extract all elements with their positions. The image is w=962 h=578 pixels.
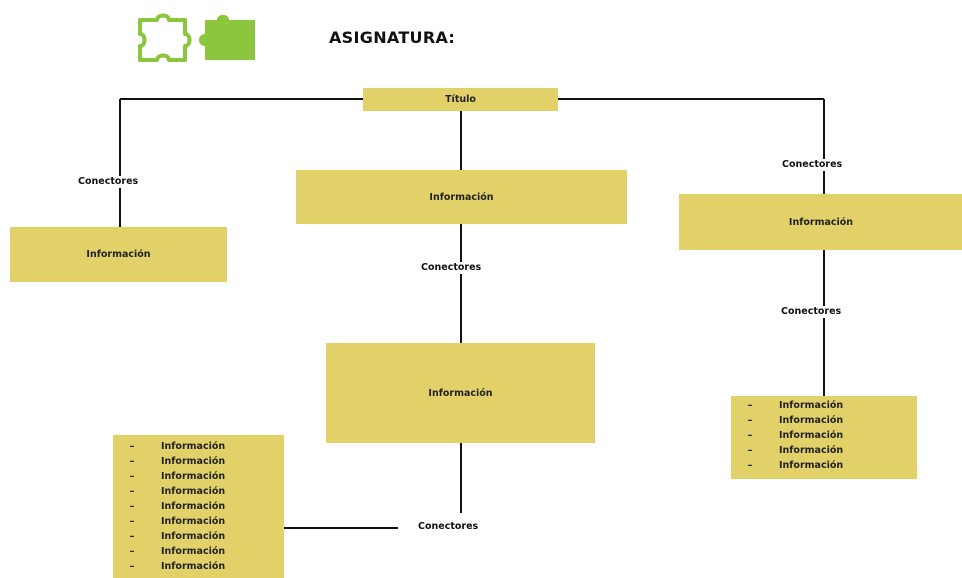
list-item-label: Información	[161, 441, 226, 452]
list-item: – Información	[125, 454, 284, 469]
list-bullet: –	[129, 486, 135, 497]
list-item: – Información	[743, 398, 917, 413]
list-item: – Información	[125, 469, 284, 484]
right-info-label: Información	[788, 216, 854, 228]
puzzle-icon	[138, 13, 255, 62]
list-bullet: –	[129, 561, 135, 572]
list-bullet: –	[129, 531, 135, 542]
list-bullet: –	[129, 546, 135, 557]
right-info-box: Información	[679, 194, 962, 250]
list-item-label: Información	[161, 501, 226, 512]
list-item-label: Información	[161, 516, 226, 527]
right-info-list: – Información – Información – Información – Inf…	[731, 396, 917, 479]
list-bullet: –	[129, 501, 135, 512]
list-bullet: –	[747, 445, 753, 456]
list-item-label: Información	[779, 415, 844, 426]
list-bullet: –	[747, 415, 753, 426]
list-item: – Información	[125, 439, 284, 454]
title-box: Título	[363, 88, 558, 111]
list-item: – Información	[743, 413, 917, 428]
list-item: – Información	[743, 443, 917, 458]
list-item-label: Información	[779, 430, 844, 441]
list-bullet: –	[129, 456, 135, 467]
center-info-top-label: Información	[429, 191, 494, 203]
left-info-box: Información	[10, 227, 227, 282]
list-item-label: Información	[161, 531, 226, 542]
list-bullet: –	[129, 471, 135, 482]
list-bullet: –	[129, 441, 135, 452]
list-item-label: Información	[161, 456, 226, 467]
center-info-box-mid: Información	[326, 343, 595, 443]
center-info-mid-label: Información	[428, 387, 493, 399]
list-bullet: –	[747, 430, 753, 441]
center-connector-label-2: Conectores	[418, 521, 479, 533]
list-item: – Información	[125, 529, 284, 544]
center-connector-label-1: Conectores	[421, 262, 482, 274]
list-item-label: Información	[161, 546, 226, 557]
list-item-label: Información	[779, 460, 844, 471]
list-item-label: Información	[161, 471, 226, 482]
page-title: ASIGNATURA:	[329, 28, 456, 47]
list-item: – Información	[125, 514, 284, 529]
list-item: – Información	[125, 544, 284, 559]
list-bullet: –	[747, 400, 753, 411]
center-info-list: – Información – Información – Información – Inf…	[113, 435, 284, 578]
list-bullet: –	[747, 460, 753, 471]
left-connector-label: Conectores	[78, 176, 139, 188]
left-info-label: Información	[86, 249, 151, 260]
list-item: – Información	[743, 428, 917, 443]
list-bullet: –	[129, 516, 135, 527]
title-box-label: Título	[445, 94, 476, 105]
list-item-label: Información	[779, 445, 844, 456]
right-connector-label-1: Conectores	[782, 159, 843, 171]
center-info-box-top: Información	[296, 170, 627, 224]
list-item-label: Información	[161, 486, 226, 497]
list-item-label: Información	[779, 400, 844, 411]
list-item: – Información	[125, 499, 284, 514]
list-item: – Información	[743, 458, 917, 473]
list-item: – Información	[125, 484, 284, 499]
list-item-label: Información	[161, 561, 226, 572]
list-item: – Información	[125, 559, 284, 574]
right-connector-label-2: Conectores	[781, 306, 842, 318]
